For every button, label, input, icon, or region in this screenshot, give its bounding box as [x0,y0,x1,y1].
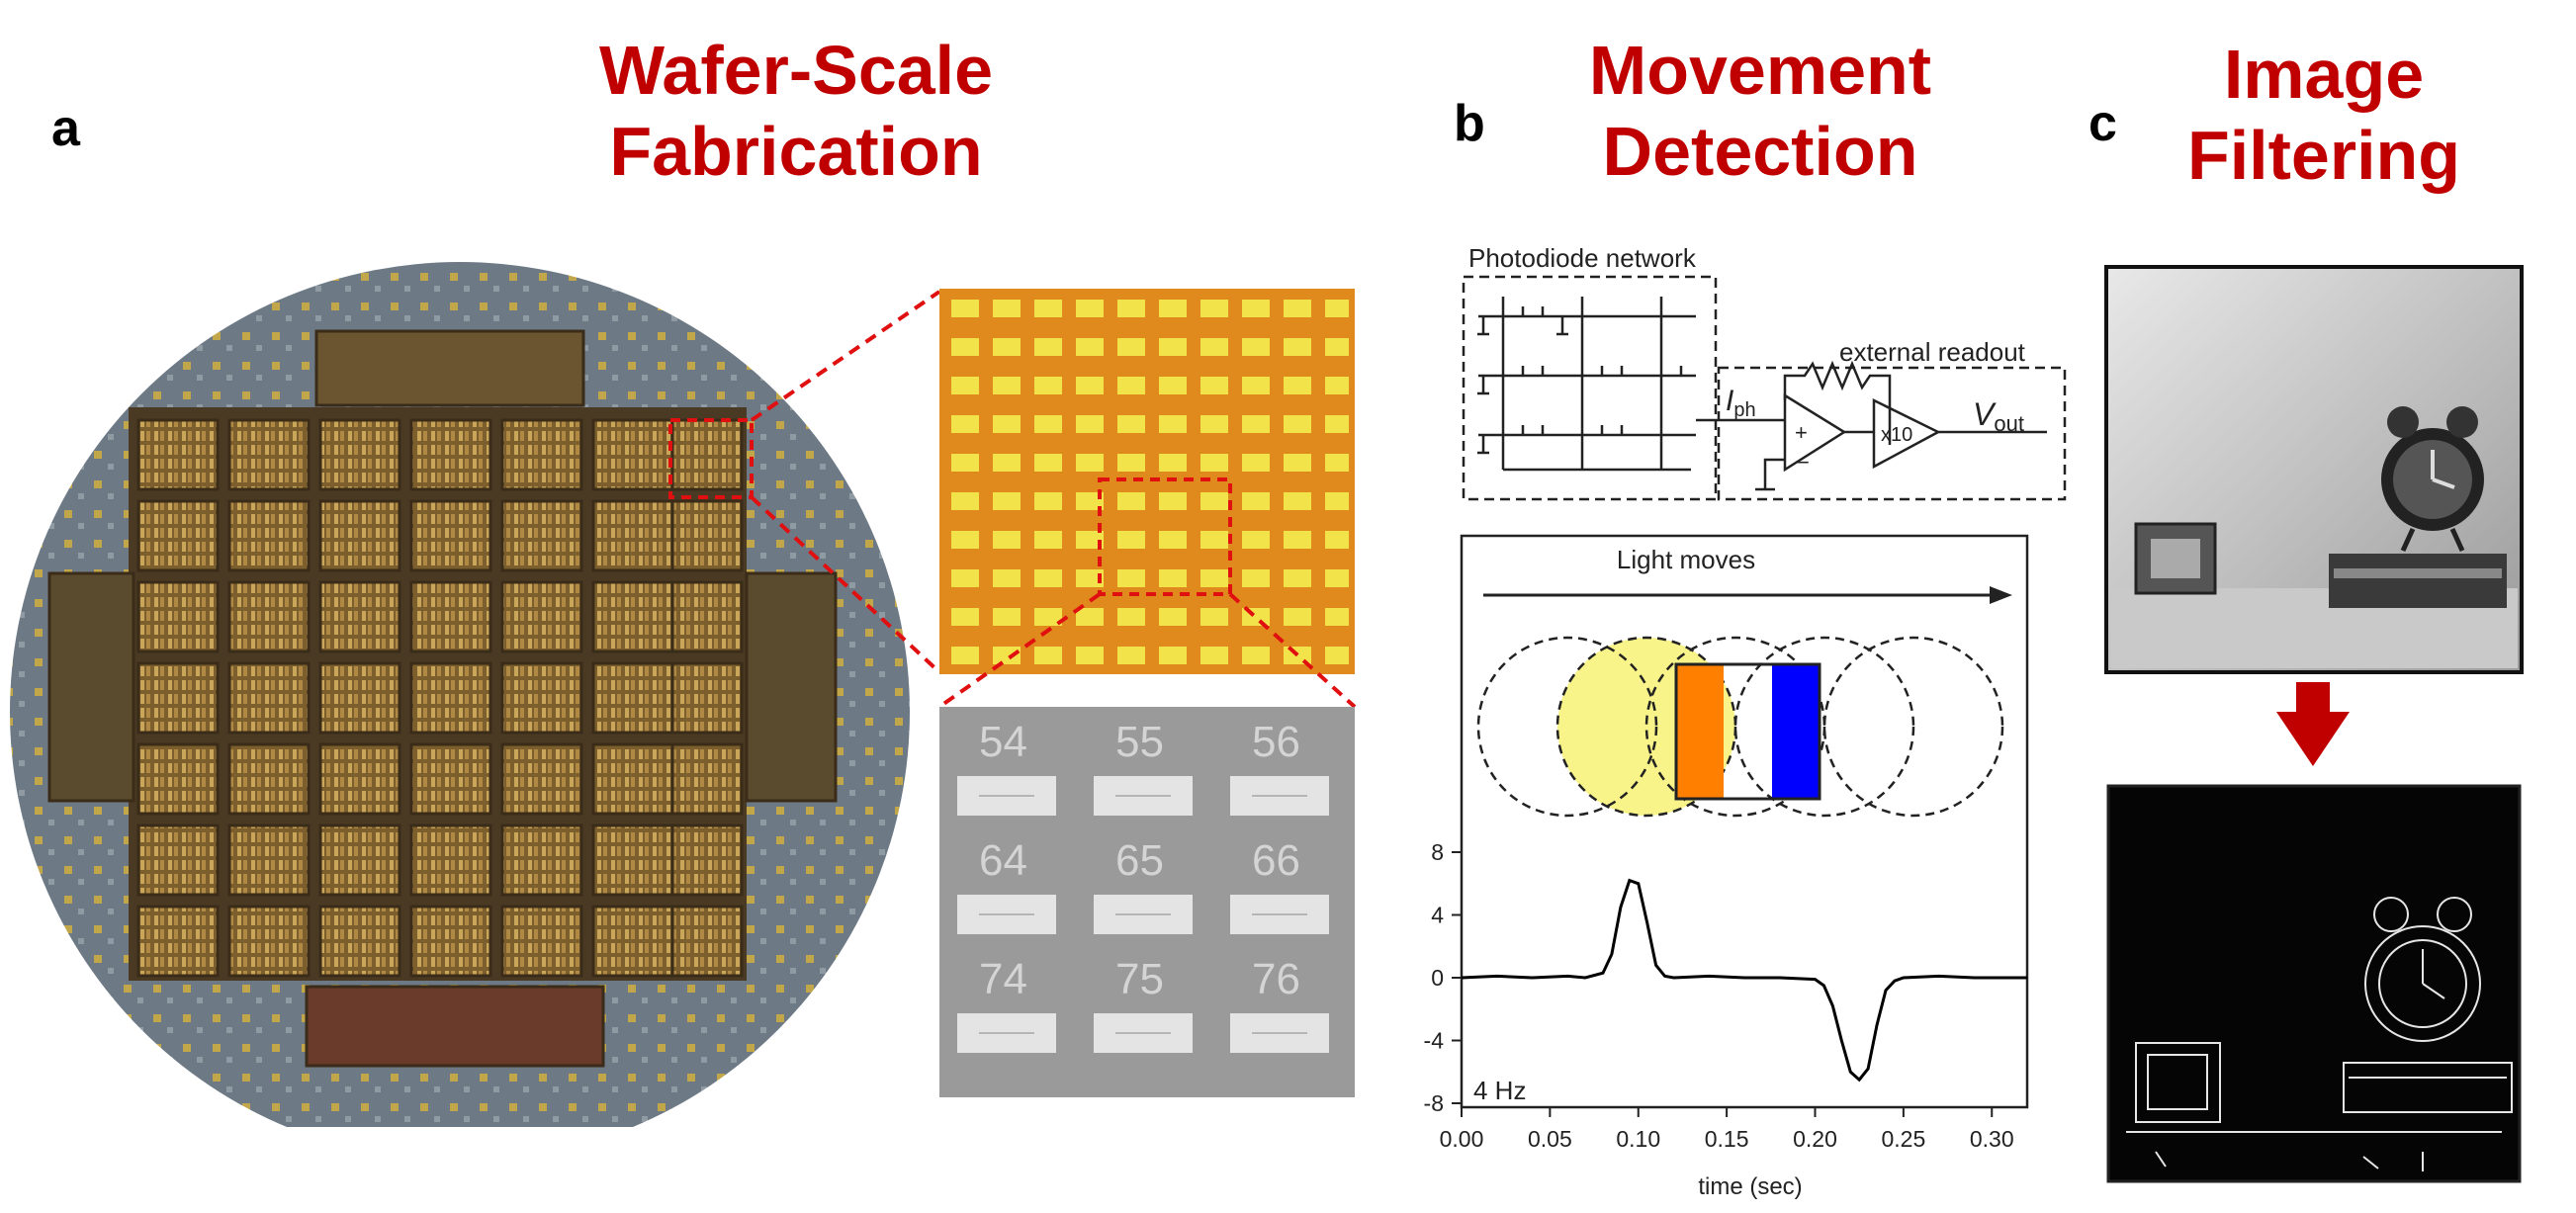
y-tick-label: -4 [1424,1028,1445,1054]
sem-label: 75 [1115,955,1164,1003]
panel-b-title: Movement Detection [1523,30,1998,192]
y-tick-label: -8 [1424,1090,1444,1116]
x-tick-label: 0.25 [1881,1126,1925,1152]
x-tick-label: 0.00 [1440,1126,1484,1152]
circuit-schematic: Photodiode network external readout Iph … [1462,243,2067,501]
sem-label: 65 [1115,836,1164,885]
movement-arrowhead [1990,586,2012,604]
photodiode-pair [1674,662,1821,801]
wafer-selection-box [668,418,754,499]
sem-label: 76 [1252,955,1300,1003]
y-tick-label: 8 [1431,839,1444,865]
plus-sign: + [1795,420,1808,445]
sem-label: 54 [979,718,1027,766]
photodiode-orange [1676,664,1724,799]
panel-c-title: Image Filtering [2126,34,2522,196]
x-tick-label: 0.05 [1528,1126,1572,1152]
panel-b-title-line1: Movement [1588,32,1932,109]
down-arrow [2276,682,2350,766]
sem-zoom: 54 55 56 64 65 66 74 75 76 [939,707,1355,1097]
sem-label: 66 [1252,836,1300,885]
panel-b-title-line2: Detection [1602,113,1918,190]
photodiode-blue [1772,664,1820,799]
panel-a-title-line1: Wafer-Scale [598,32,994,109]
panel-a-letter: a [51,100,80,157]
light-path-circles [1476,636,2004,818]
signal-trace [1461,878,2027,1083]
original-photo [2104,265,2524,674]
panel-c-title-line2: Filtering [2186,117,2461,194]
y-tick-label: 0 [1431,965,1444,991]
panel-a-title: Wafer-Scale Fabrication [499,30,1093,192]
current-label: Iph [1726,385,1756,421]
readout-circuit [1696,360,2047,491]
array-selection-box [1098,477,1232,596]
sem-label: 64 [979,836,1027,885]
wafer-figure: 54 55 56 64 65 66 74 75 76 [10,262,1357,1127]
panel-c-letter: c [2088,95,2117,152]
sem-label: 56 [1252,718,1300,766]
x-tick-label: 0.15 [1705,1126,1749,1152]
plot-frame [1460,534,2029,1109]
minus-sign: − [1797,450,1810,475]
light-moves-label: Light moves [1617,545,1755,574]
gain-label: x10 [1881,424,1912,446]
panel-b-letter: b [1454,95,1485,152]
x-tick-label: 0.30 [1970,1126,2014,1152]
x-tick-label: 0.20 [1793,1126,1837,1152]
panel-c-title-line1: Image [2223,36,2425,113]
y-tick-label: 4 [1431,903,1444,928]
panel-a-title-line2: Fabrication [609,113,983,190]
image-filtering-figure [2104,265,2524,1183]
external-readout-label: external readout [1839,337,2026,367]
photodiode-network-box [1462,275,1718,501]
plot-axes: 0.00 0.05 0.10 0.15 0.20 0.25 0.30 8 4 0 -4 -8 [1424,839,2014,1152]
frequency-annotation: 4 Hz [1473,1076,1526,1105]
wafer-photo [10,262,910,1127]
photodiode-grid [1477,297,1696,472]
sem-label: 55 [1115,718,1164,766]
readout-box [1717,366,2067,501]
x-tick-label: 0.10 [1616,1126,1660,1152]
device-array-zoom [939,289,1355,674]
movement-plot: Light moves 0.00 0.05 0.10 0.15 0.20 0.25 0.30… [1424,534,2029,1200]
photodiode-network-label: Photodiode network [1468,243,1697,273]
output-label: Vout [1973,396,2024,436]
filtered-photo [2106,784,2522,1183]
x-axis-label: time (sec) [1698,1173,1802,1200]
sem-label: 74 [979,955,1027,1003]
